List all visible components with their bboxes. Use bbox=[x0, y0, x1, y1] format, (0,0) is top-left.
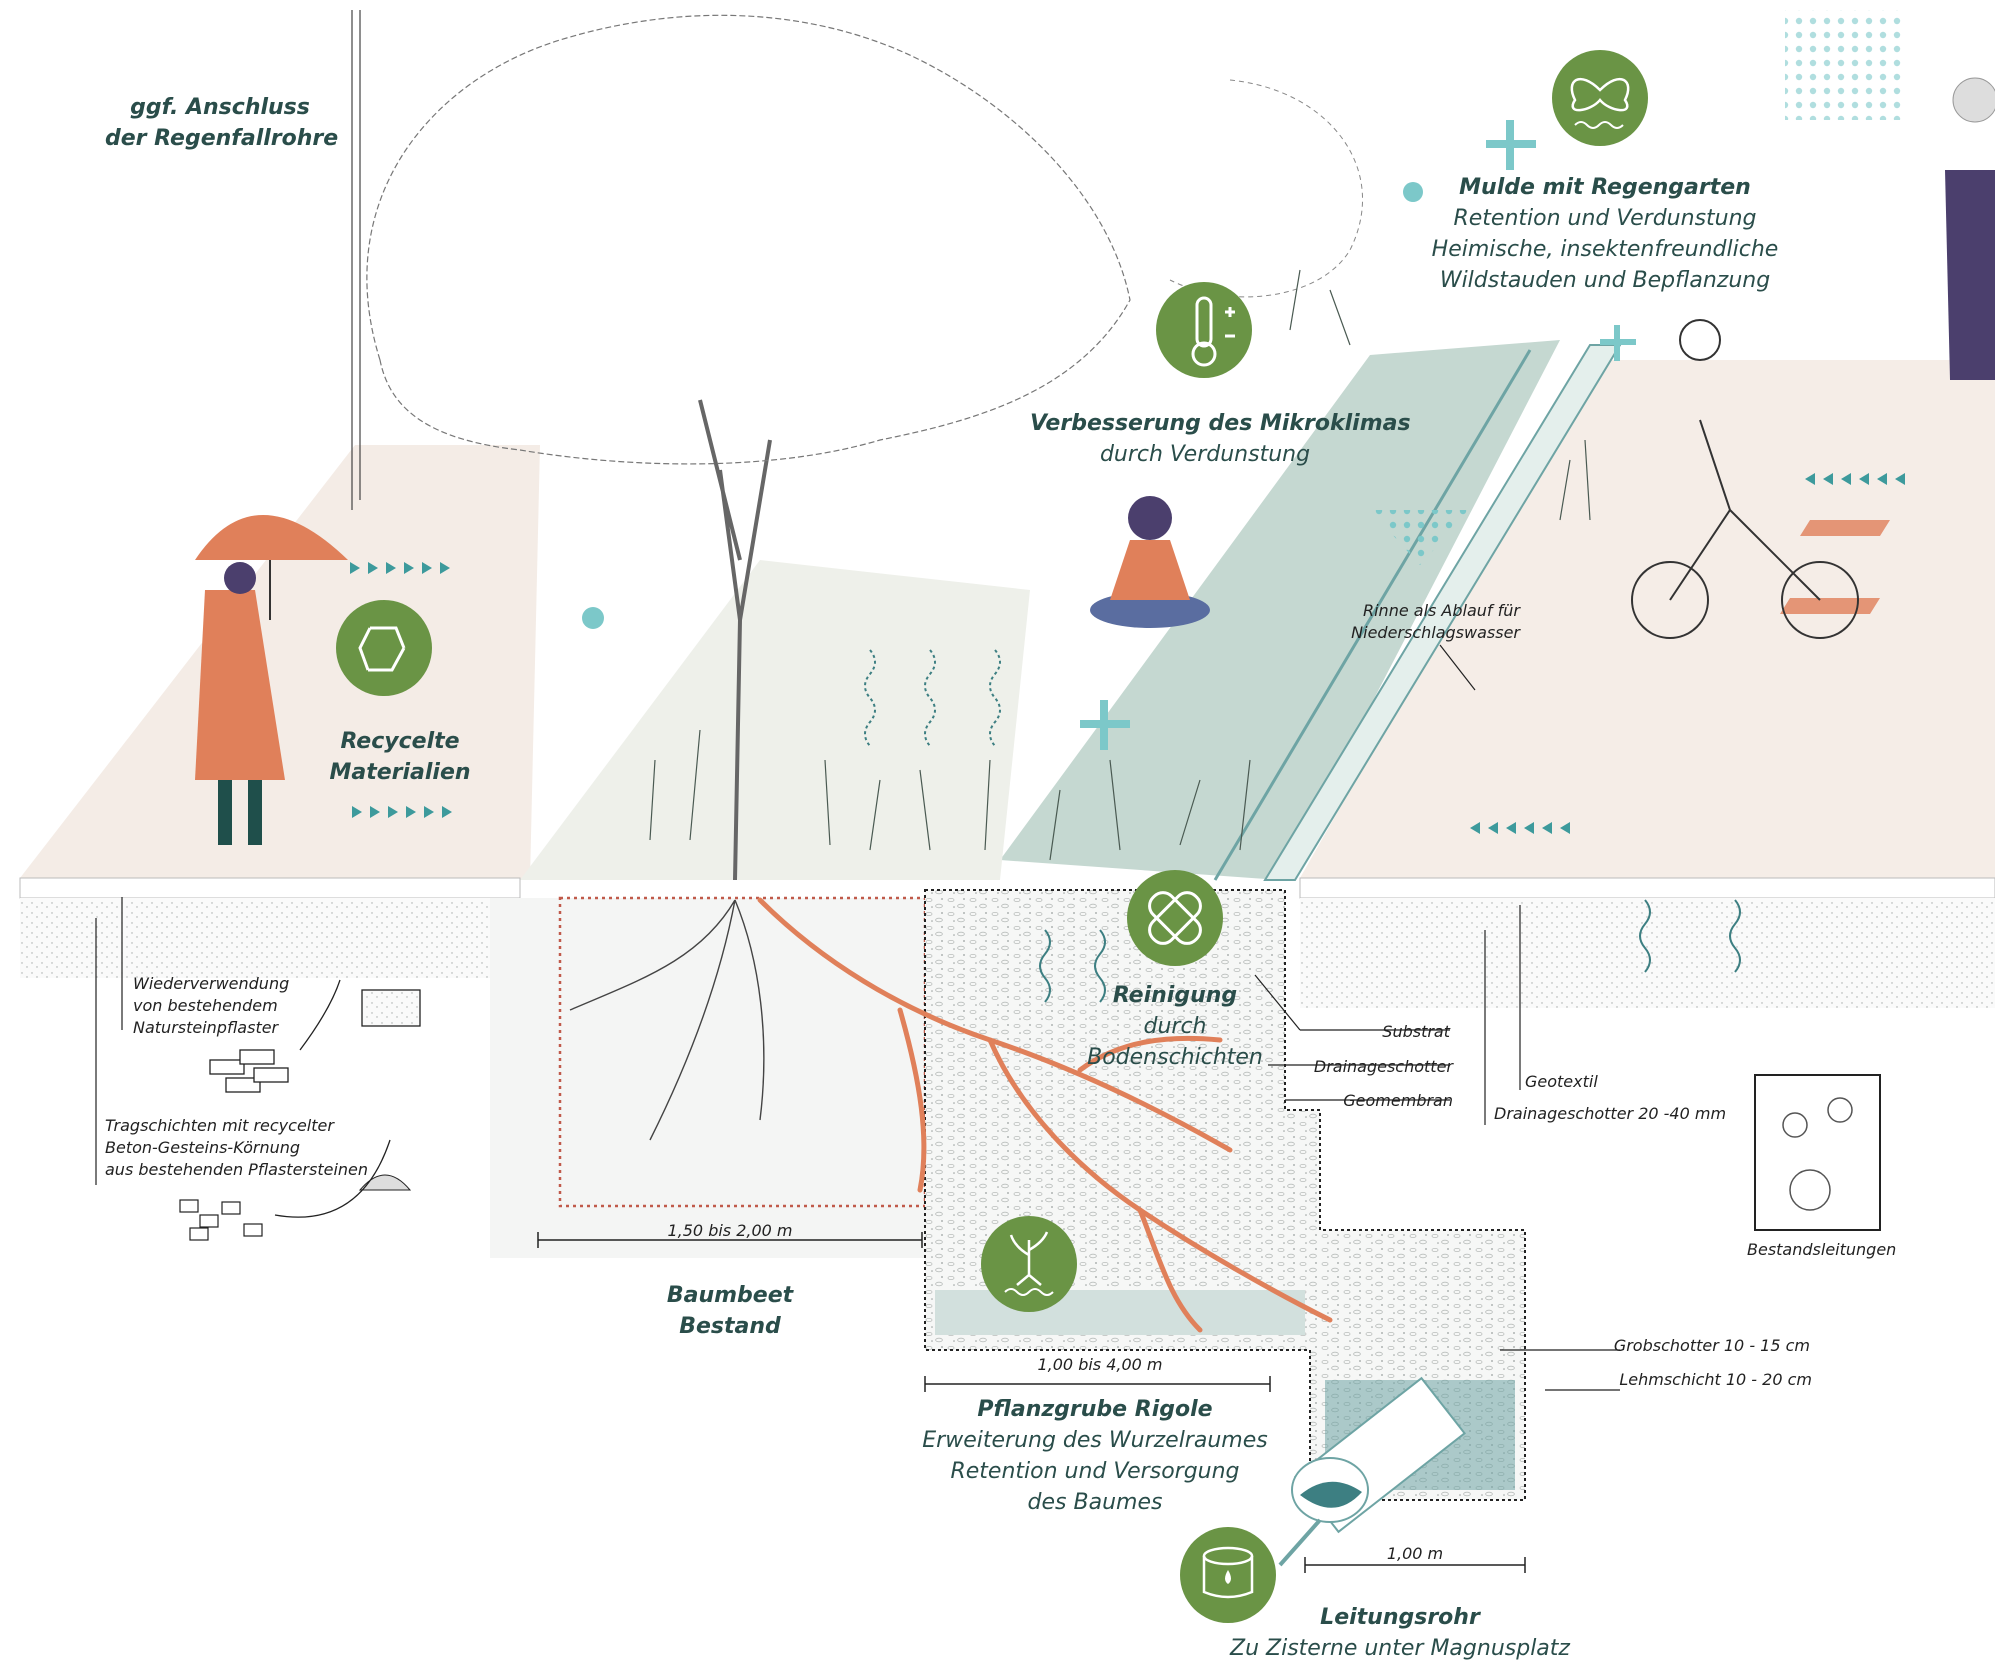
label-drainageschotter: Drainageschotter bbox=[1313, 1057, 1453, 1076]
rigole-trench bbox=[924, 889, 1526, 1501]
label-tragschichten: Tragschichten mit recycelter Beton-Geste… bbox=[105, 1116, 369, 1179]
butterfly-icon bbox=[1552, 50, 1648, 146]
label-wiederverwendung: Wiederverwendung von bestehendem Naturst… bbox=[133, 974, 290, 1037]
leader-lines bbox=[95, 644, 1620, 1391]
label-anschluss: ggf. Anschluss der Regenfallrohre bbox=[105, 95, 339, 151]
label-lehmschicht: Lehmschicht 10 - 20 cm bbox=[1619, 1370, 1812, 1389]
gravel-pile-pictogram bbox=[358, 1174, 412, 1191]
person-with-umbrella bbox=[195, 515, 348, 845]
label-rinne: Rinne als Ablauf für Niederschlagswasser bbox=[1351, 601, 1520, 642]
existing-utilities-box bbox=[1754, 1074, 1881, 1231]
drain-pipe bbox=[1278, 1376, 1466, 1567]
decor-crosses bbox=[1080, 120, 1636, 750]
paving-stones-pictogram bbox=[209, 1049, 289, 1093]
label-baumbeet: Baumbeet Bestand bbox=[666, 1283, 794, 1339]
label-pflanzgrube: Pflanzgrube Rigole Erweiterung des Wurze… bbox=[922, 1397, 1268, 1515]
recycle-icon bbox=[336, 600, 432, 696]
tree-roots-white bbox=[569, 899, 765, 1141]
right-pavement bbox=[1300, 360, 1995, 878]
planting-bed bbox=[520, 560, 1030, 880]
thermometer-icon bbox=[1156, 282, 1252, 378]
tree bbox=[366, 14, 1364, 881]
subsoil-left bbox=[20, 898, 520, 978]
dimension-lines bbox=[537, 1232, 1526, 1573]
rain-garden-swale bbox=[1000, 340, 1560, 880]
infiltration-arrows bbox=[864, 649, 1741, 1003]
label-bestandsleitungen: Bestandsleitungen bbox=[1747, 1240, 1897, 1259]
tree-roots-orange bbox=[757, 897, 1333, 1333]
person-walking bbox=[1945, 77, 1995, 380]
bandage-icon bbox=[1127, 870, 1223, 966]
reuse-arrows bbox=[274, 979, 391, 1218]
layer-block-pictogram bbox=[361, 989, 421, 1027]
dimension-rohr: 1,00 m bbox=[1386, 1544, 1444, 1563]
soil-under-bed bbox=[490, 898, 930, 1258]
label-substrat: Substrat bbox=[1382, 1022, 1450, 1041]
label-geomembran: Geomembran bbox=[1343, 1091, 1453, 1110]
plant-roots-icon bbox=[981, 1216, 1077, 1312]
label-reinigung: Reinigung durch Bodenschichten bbox=[1087, 983, 1263, 1070]
loose-stones-pictogram bbox=[179, 1199, 263, 1241]
dot-field-top bbox=[1785, 10, 1905, 120]
label-grobschotter: Grobschotter 10 - 15 cm bbox=[1613, 1336, 1810, 1355]
dot-triangle bbox=[1370, 510, 1470, 565]
label-mulde: Mulde mit Regengarten Retention und Verd… bbox=[1431, 175, 1779, 293]
dimension-rigole: 1,00 bis 4,00 m bbox=[1037, 1355, 1163, 1374]
water-tank-icon bbox=[1180, 1527, 1276, 1623]
orange-pavers bbox=[1780, 520, 1890, 614]
label-recycelt: Recycelte Materialien bbox=[329, 729, 471, 785]
label-leitungsrohr: Leitungsrohr Zu Zisterne unter Magnuspla… bbox=[1230, 1605, 1570, 1661]
plants bbox=[649, 269, 1591, 861]
label-mikroklima: Verbesserung des Mikroklimas durch Verdu… bbox=[1030, 411, 1411, 467]
paving-stones-row bbox=[19, 877, 1995, 899]
flow-arrows bbox=[350, 473, 1905, 834]
dimension-baumbeet: 1,50 bis 2,00 m bbox=[667, 1221, 793, 1240]
label-geotextil: Geotextil bbox=[1525, 1072, 1598, 1091]
label-drainageschotter-2040: Drainageschotter 20 -40 mm bbox=[1494, 1104, 1727, 1123]
cyclist bbox=[1631, 319, 1859, 639]
person-meditating bbox=[1090, 496, 1210, 628]
left-pavement bbox=[20, 445, 540, 880]
